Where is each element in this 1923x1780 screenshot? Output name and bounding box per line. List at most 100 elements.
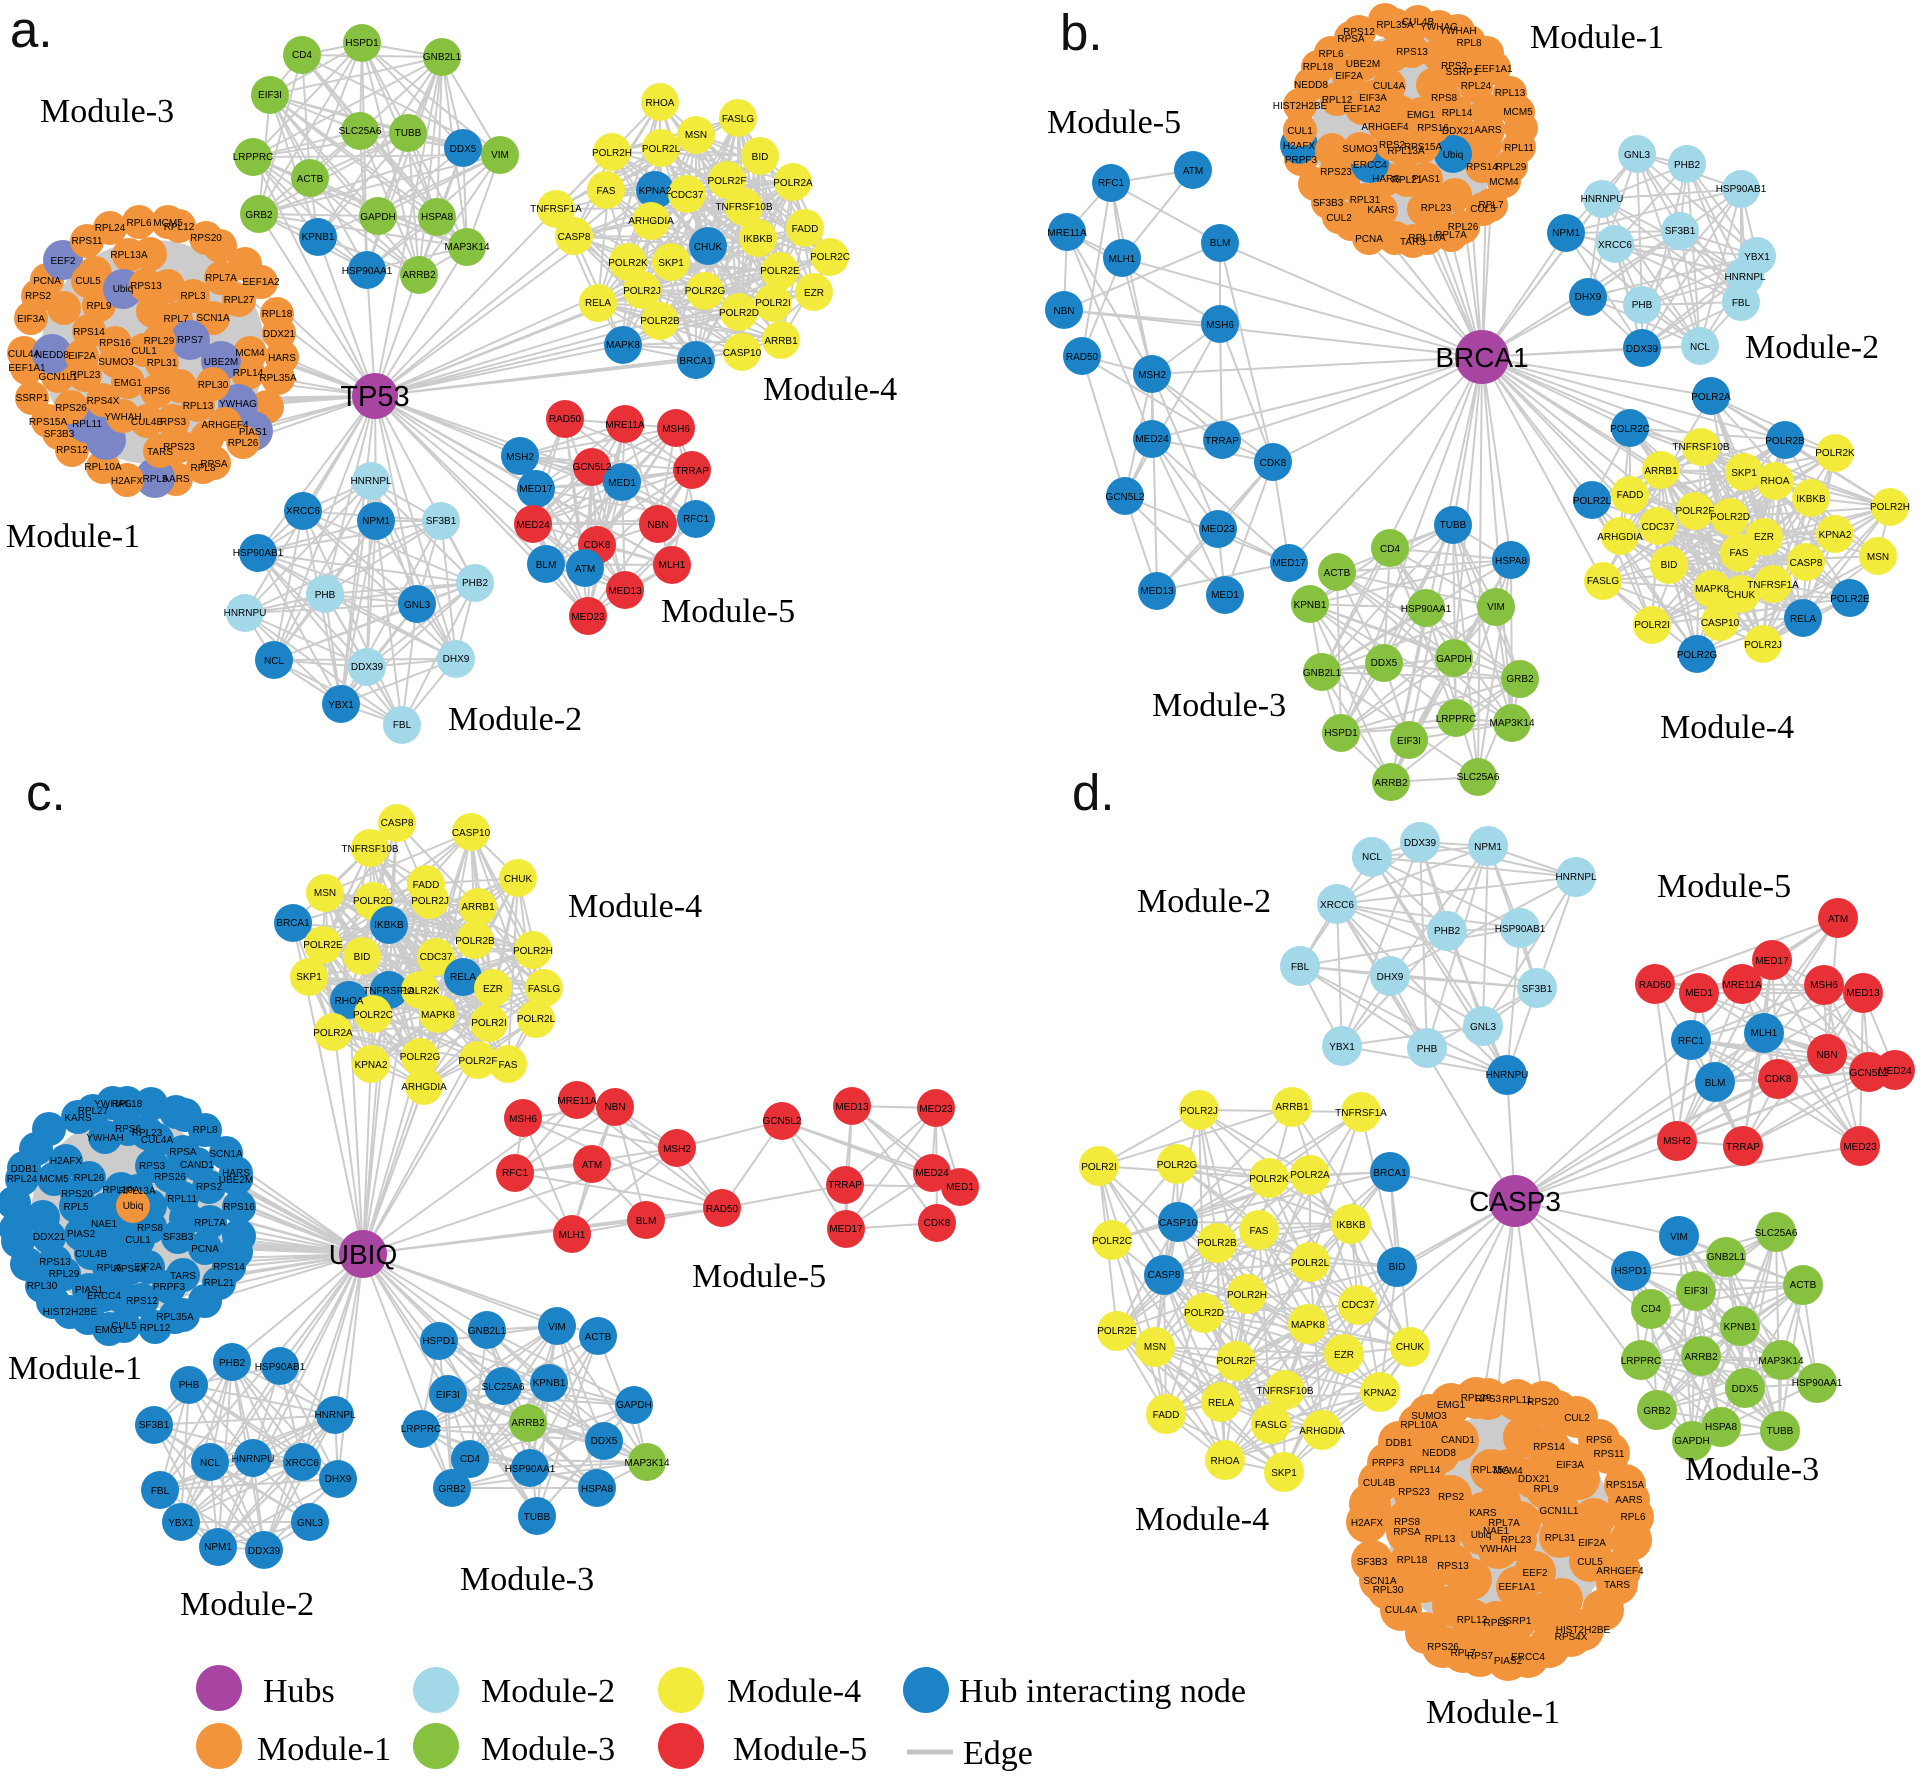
svg-text:POLR2E: POLR2E xyxy=(303,940,343,951)
svg-text:GAPDH: GAPDH xyxy=(616,1400,652,1411)
svg-text:EIF3I: EIF3I xyxy=(258,90,282,101)
svg-text:RPS12: RPS12 xyxy=(1343,27,1375,38)
svg-text:Module-4: Module-4 xyxy=(763,371,897,408)
svg-text:RPS13: RPS13 xyxy=(1396,47,1428,58)
svg-text:Edge: Edge xyxy=(963,1735,1033,1772)
svg-text:FAS: FAS xyxy=(499,1060,518,1071)
svg-text:DDX39: DDX39 xyxy=(1626,344,1659,355)
svg-text:SF3B1: SF3B1 xyxy=(1665,226,1696,237)
svg-text:Module-5: Module-5 xyxy=(1657,868,1791,905)
svg-text:CDK8: CDK8 xyxy=(584,540,611,551)
svg-text:POLR2H: POLR2H xyxy=(513,946,553,957)
svg-text:RPL11: RPL11 xyxy=(1504,143,1534,154)
svg-text:PIAS1: PIAS1 xyxy=(75,1285,104,1296)
svg-text:POLR2J: POLR2J xyxy=(1180,1106,1218,1117)
svg-text:TNFRSF10B: TNFRSF10B xyxy=(1672,442,1730,453)
svg-text:RHOA: RHOA xyxy=(335,996,364,1007)
svg-text:RELA: RELA xyxy=(450,972,476,983)
svg-text:Module-2: Module-2 xyxy=(180,1586,314,1623)
svg-text:SSRP1: SSRP1 xyxy=(1499,1616,1532,1627)
svg-text:GCN1L1: GCN1L1 xyxy=(39,372,78,383)
svg-text:PHB: PHB xyxy=(315,590,336,601)
svg-text:RPL11: RPL11 xyxy=(167,1194,197,1205)
svg-text:RPL14: RPL14 xyxy=(1410,1465,1441,1476)
svg-text:ARRB1: ARRB1 xyxy=(1275,1102,1309,1113)
svg-text:Module-3: Module-3 xyxy=(1152,687,1286,724)
svg-text:BID: BID xyxy=(1661,560,1678,571)
svg-text:POLR2K: POLR2K xyxy=(1249,1174,1289,1185)
svg-text:MLH1: MLH1 xyxy=(1751,1028,1778,1039)
svg-text:FASLG: FASLG xyxy=(1255,1420,1287,1431)
svg-text:FADD: FADD xyxy=(1153,1410,1180,1421)
svg-text:CASP8: CASP8 xyxy=(381,818,414,829)
svg-text:TNFRSF1A: TNFRSF1A xyxy=(1335,1108,1387,1119)
svg-text:EMG1: EMG1 xyxy=(95,1325,124,1336)
svg-text:CHUK: CHUK xyxy=(1727,590,1756,601)
svg-text:HSP90AB1: HSP90AB1 xyxy=(1495,924,1546,935)
svg-text:RPL26: RPL26 xyxy=(1448,222,1479,233)
svg-text:RPL14: RPL14 xyxy=(233,368,264,379)
svg-text:KPNB1: KPNB1 xyxy=(1294,600,1327,611)
svg-text:RPS8: RPS8 xyxy=(137,1223,164,1234)
svg-text:RPS6: RPS6 xyxy=(1586,1435,1613,1446)
svg-text:DHX9: DHX9 xyxy=(325,1474,352,1485)
svg-text:RPL13: RPL13 xyxy=(1425,1534,1456,1545)
svg-text:ATM: ATM xyxy=(575,564,595,575)
svg-text:EIF3A: EIF3A xyxy=(1556,1460,1584,1471)
svg-text:SF3B1: SF3B1 xyxy=(139,1420,170,1431)
svg-text:RPL9: RPL9 xyxy=(1533,1484,1558,1495)
svg-text:GCN5L2: GCN5L2 xyxy=(1850,1068,1889,1079)
svg-text:RFC1: RFC1 xyxy=(1098,178,1125,189)
svg-text:GRB2: GRB2 xyxy=(1643,1406,1671,1417)
svg-text:KPNA2: KPNA2 xyxy=(1364,1388,1397,1399)
svg-text:RPL29: RPL29 xyxy=(49,1269,80,1280)
svg-text:RPSA: RPSA xyxy=(200,459,228,470)
svg-text:POLR2C: POLR2C xyxy=(810,252,850,263)
svg-text:RPL30: RPL30 xyxy=(198,380,229,391)
svg-text:YWHAH: YWHAH xyxy=(1439,26,1476,37)
svg-text:ERCC4: ERCC4 xyxy=(87,1291,121,1302)
svg-text:POLR2L: POLR2L xyxy=(1291,1258,1330,1269)
svg-text:SSRP1: SSRP1 xyxy=(16,393,49,404)
svg-text:KARS: KARS xyxy=(64,1113,92,1124)
svg-text:MED24: MED24 xyxy=(915,1168,949,1179)
svg-text:PRPF3: PRPF3 xyxy=(153,1282,186,1293)
svg-text:EIF2A: EIF2A xyxy=(68,351,96,362)
svg-text:EMG1: EMG1 xyxy=(1407,110,1436,121)
svg-text:RPS14: RPS14 xyxy=(1466,162,1498,173)
svg-text:PIAS2: PIAS2 xyxy=(1494,1656,1523,1667)
svg-text:HSPA8: HSPA8 xyxy=(421,212,453,223)
svg-text:RFC1: RFC1 xyxy=(502,1168,529,1179)
svg-text:RPL7: RPL7 xyxy=(163,314,188,325)
svg-text:CUL4A: CUL4A xyxy=(1373,81,1406,92)
svg-text:EMG1: EMG1 xyxy=(1437,1400,1466,1411)
svg-text:POLR2F: POLR2F xyxy=(1676,506,1715,517)
svg-text:MED24: MED24 xyxy=(1878,1066,1912,1077)
svg-text:MSN: MSN xyxy=(314,888,336,899)
svg-text:FBL: FBL xyxy=(151,1486,170,1497)
svg-text:Module-1: Module-1 xyxy=(8,1350,142,1387)
svg-text:PRPF3: PRPF3 xyxy=(1285,155,1318,166)
svg-text:ARRB2: ARRB2 xyxy=(1684,1352,1718,1363)
svg-text:GCN1L1: GCN1L1 xyxy=(1540,1506,1579,1517)
svg-text:RPL7: RPL7 xyxy=(1478,200,1503,211)
svg-text:TNFRSF10B: TNFRSF10B xyxy=(1256,1386,1314,1397)
svg-text:RPL35A: RPL35A xyxy=(1376,20,1414,31)
svg-text:RPL24: RPL24 xyxy=(95,223,126,234)
svg-text:RELA: RELA xyxy=(1208,1398,1234,1409)
svg-text:RPL7A: RPL7A xyxy=(194,1218,226,1229)
svg-text:ARHGEF4: ARHGEF4 xyxy=(1361,122,1409,133)
svg-text:CHUK: CHUK xyxy=(504,874,533,885)
svg-text:RPSA: RPSA xyxy=(1337,34,1365,45)
svg-text:RPL29: RPL29 xyxy=(1496,162,1527,173)
svg-text:HNRNPL: HNRNPL xyxy=(1555,872,1597,883)
svg-text:IKBKB: IKBKB xyxy=(1336,1220,1366,1231)
svg-text:TRRAP: TRRAP xyxy=(1205,436,1239,447)
svg-text:SUMO3: SUMO3 xyxy=(1411,1411,1447,1422)
svg-text:Module-2: Module-2 xyxy=(1137,883,1271,920)
svg-text:POLR2D: POLR2D xyxy=(1184,1308,1224,1319)
svg-text:SF3B3: SF3B3 xyxy=(44,429,75,440)
svg-text:DDX5: DDX5 xyxy=(591,1436,618,1447)
svg-text:ARHGDIA: ARHGDIA xyxy=(1299,1426,1345,1437)
svg-text:RPL30: RPL30 xyxy=(27,1281,58,1292)
